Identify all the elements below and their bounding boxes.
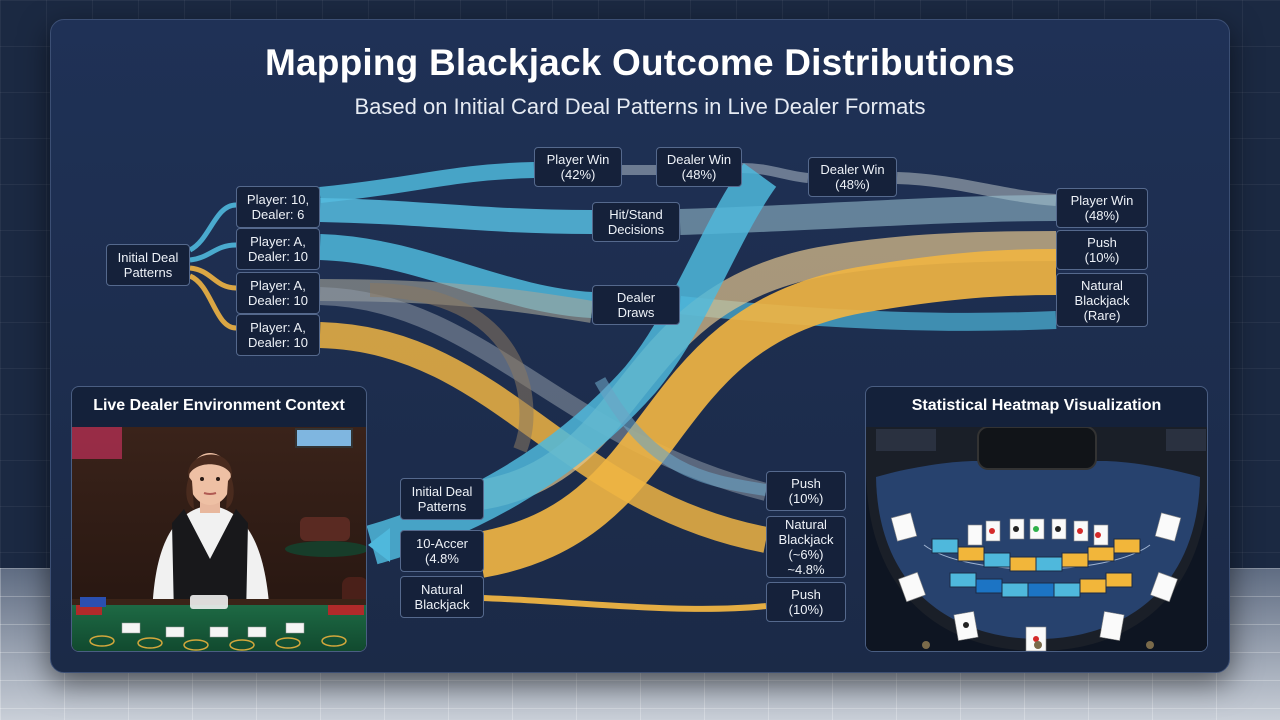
- node-bottom-push-1: Push(10%): [766, 471, 846, 511]
- page-title: Mapping Blackjack Outcome Distributions: [265, 42, 1015, 83]
- flow-p10-to-top-win: [319, 162, 535, 203]
- heatmap-table-image: [866, 426, 1207, 651]
- node-playerA-dealer10-1: Player: A,Dealer: 10: [236, 228, 320, 270]
- node-right-push: Push(10%): [1056, 230, 1148, 270]
- heatmap-card: Statistical Heatmap Visualization: [865, 386, 1208, 652]
- flow-blue-to-bottom-push: [594, 377, 767, 496]
- flow-initial-to-pa1: [189, 242, 237, 263]
- node-bottom-push-2: Push(10%): [766, 582, 846, 622]
- flow-bottom-nb-to-push2: [479, 595, 767, 612]
- live-dealer-photo: [72, 427, 366, 651]
- node-top-player-win: Player Win(42%): [534, 147, 622, 187]
- flow-initial-to-pa3: [188, 273, 237, 331]
- flow-arrow-head: [368, 528, 390, 562]
- node-top-dealer-win-1: Dealer Win(48%): [656, 147, 742, 187]
- node-playerA-dealer10-2: Player: A,Dealer: 10: [236, 272, 320, 314]
- flow-initial-to-p10: [188, 202, 237, 253]
- node-right-player-win: Player Win(48%): [1056, 188, 1148, 228]
- flow-pa3-to-bottom-nb: [319, 322, 769, 553]
- live-dealer-card-title: Live Dealer Environment Context: [93, 397, 345, 414]
- node-top-dealer-win-2: Dealer Win(48%): [808, 157, 897, 197]
- flow-dealer-draws-to-right: [679, 296, 1057, 331]
- live-dealer-card: Live Dealer Environment Context: [71, 386, 367, 652]
- node-player10-dealer6: Player: 10,Dealer: 6: [236, 186, 320, 228]
- node-bottom-10-ace: 10-Accer(4.8%: [400, 530, 484, 572]
- flow-pa3-loop: [369, 283, 534, 453]
- page-subtitle: Based on Initial Card Deal Patterns in L…: [354, 94, 926, 119]
- live-dealer-illustration: [72, 427, 366, 651]
- flow-pa2-to-mid: [319, 279, 594, 323]
- flow-p10-to-hitstand: [319, 198, 593, 234]
- flow-initial-to-pa2: [189, 265, 237, 291]
- heatmap-table-illustration: [866, 426, 1207, 651]
- heatmap-card-title: Statistical Heatmap Visualization: [911, 397, 1162, 414]
- flow-bottom-10ace-to-right-nb: [475, 249, 1057, 578]
- node-playerA-dealer10-3: Player: A,Dealer: 10: [236, 314, 320, 356]
